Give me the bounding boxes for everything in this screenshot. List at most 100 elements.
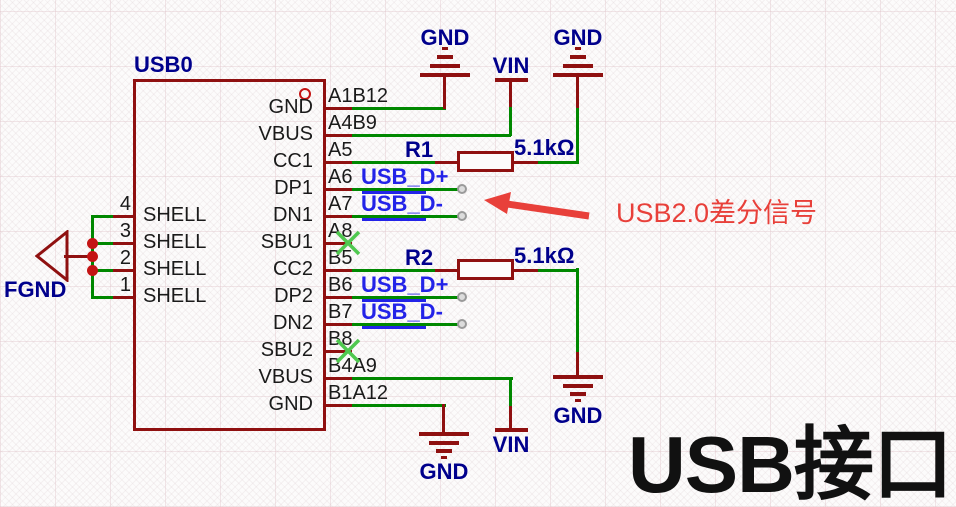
net-label-usb-dminus[interactable]: USB_D- [361, 299, 443, 324]
wire-segment[interactable] [352, 403, 446, 407]
gnd-net-label[interactable]: GND [553, 25, 603, 50]
wire-end-dot [457, 319, 467, 329]
gnd-net-label[interactable]: GND [420, 25, 470, 50]
pin-stub[interactable] [324, 241, 352, 245]
wire-segment[interactable] [508, 377, 512, 408]
wire-segment[interactable] [352, 106, 446, 110]
fgnd-shield-symbol[interactable] [35, 230, 69, 282]
gnd-power-symbol [575, 399, 581, 402]
pin-name: SHELL [143, 204, 207, 226]
pin-number: A6 [328, 166, 353, 188]
net-label-usb-dplus[interactable]: USB_D+ [361, 272, 449, 297]
wire-segment[interactable] [576, 77, 579, 108]
pin-number: A8 [328, 220, 353, 242]
resistor-value[interactable]: 5.1kΩ [514, 135, 575, 160]
gnd-power-symbol [437, 55, 453, 59]
resistor-lead[interactable] [514, 160, 538, 164]
resistor-lead[interactable] [435, 268, 458, 272]
wire-junction-dot [86, 264, 98, 276]
gnd-power-symbol [553, 375, 603, 379]
pin-stub[interactable] [324, 403, 352, 407]
no-connect-icon[interactable] [335, 230, 361, 256]
wire-segment[interactable] [538, 268, 579, 272]
pin-number: B8 [328, 328, 353, 350]
pin-stub[interactable] [324, 187, 352, 191]
wire-junction-dot [86, 237, 98, 249]
wire-segment[interactable] [352, 376, 513, 380]
net-label-usb-dminus[interactable]: USB_D- [361, 191, 443, 216]
wire-segment[interactable] [352, 133, 511, 137]
resistor-ref[interactable]: R1 [404, 137, 434, 162]
resistor-lead[interactable] [435, 160, 458, 164]
wire-segment[interactable] [92, 214, 113, 218]
gnd-power-symbol [442, 47, 448, 50]
resistor-ref[interactable]: R2 [404, 245, 434, 270]
gnd-power-symbol [420, 73, 470, 77]
resistor-value[interactable]: 5.1kΩ [514, 243, 575, 268]
wire-segment[interactable] [442, 77, 446, 109]
wire-segment[interactable] [92, 241, 113, 245]
no-connect-icon[interactable] [335, 338, 361, 364]
component-ref-designator[interactable]: USB0 [134, 52, 193, 77]
pin-stub[interactable] [324, 268, 352, 272]
resistor-lead[interactable] [514, 268, 538, 272]
wire-segment[interactable] [352, 187, 461, 191]
pin-stub[interactable] [111, 295, 136, 299]
wire-segment[interactable] [352, 214, 461, 218]
pin-stub[interactable] [324, 214, 352, 218]
pin-name: CC1 [272, 150, 313, 172]
wire-end-dot [457, 184, 467, 194]
wire-segment[interactable] [508, 107, 512, 136]
pin-stub[interactable] [324, 376, 352, 380]
pin-name: CC2 [272, 258, 313, 280]
gnd-power-symbol [563, 64, 593, 68]
wire-segment[interactable] [92, 295, 113, 299]
sheet-title[interactable]: USB接口 [628, 420, 953, 507]
pin-stub[interactable] [111, 268, 136, 272]
pin-number: B6 [328, 274, 353, 296]
pin-name: DP1 [274, 177, 313, 199]
vin-net-label[interactable]: VIN [492, 432, 530, 457]
net-label-underline [362, 298, 426, 302]
wire-segment[interactable] [352, 160, 435, 164]
pin-number: B5 [328, 247, 353, 269]
pin-stub[interactable] [324, 349, 352, 353]
wire-segment[interactable] [352, 268, 435, 272]
wire-segment[interactable] [576, 352, 579, 376]
vin-net-label[interactable]: VIN [492, 53, 530, 78]
wire-segment[interactable] [441, 404, 445, 433]
usb-connector-symbol-body[interactable] [133, 79, 326, 431]
diff-signal-annotation[interactable]: USB2.0差分信号 [616, 198, 818, 228]
pin-stub[interactable] [324, 322, 352, 326]
pin-stub[interactable] [324, 106, 352, 110]
pin-number: 2 [119, 247, 131, 269]
pin-stub[interactable] [324, 160, 352, 164]
wire-segment[interactable] [508, 81, 512, 108]
pin1-indicator-icon [299, 88, 311, 100]
wire-segment[interactable] [92, 268, 113, 272]
wire-segment[interactable] [352, 295, 461, 299]
wire-segment[interactable] [64, 254, 92, 258]
gnd-net-label[interactable]: GND [419, 459, 469, 484]
wire-segment[interactable] [576, 268, 579, 354]
wire-segment[interactable] [508, 406, 512, 429]
net-label-usb-dplus[interactable]: USB_D+ [361, 164, 449, 189]
wire-segment[interactable] [538, 160, 579, 164]
resistor-r2-body[interactable] [457, 258, 514, 280]
gnd-power-symbol [430, 64, 460, 68]
gnd-power-symbol [436, 449, 452, 453]
gnd-power-symbol [553, 73, 603, 77]
pin-stub[interactable] [111, 241, 136, 245]
wire-segment[interactable] [352, 322, 461, 326]
pin-name: SBU1 [260, 231, 313, 253]
pin-number: B7 [328, 301, 353, 323]
gnd-net-label[interactable]: GND [553, 403, 603, 428]
pin-stub[interactable] [324, 295, 352, 299]
pin-stub[interactable] [324, 133, 352, 137]
wire-segment[interactable] [576, 107, 579, 163]
fgnd-net-label[interactable]: FGND [4, 277, 67, 302]
pin-stub[interactable] [111, 214, 136, 218]
resistor-r1-body[interactable] [457, 150, 514, 172]
pin-number: A5 [328, 139, 353, 161]
